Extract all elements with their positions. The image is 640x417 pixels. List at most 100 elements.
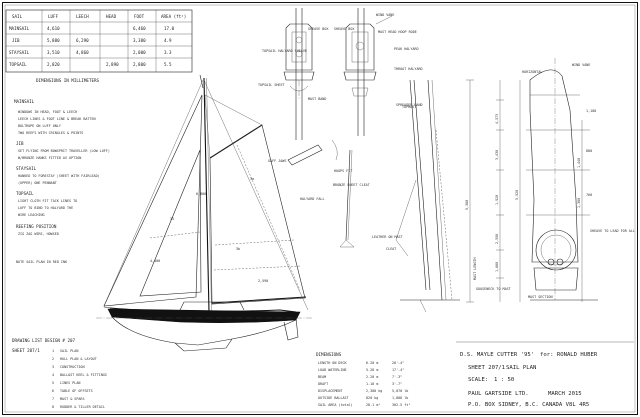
dimension-row-imperial: 7'-3"	[392, 375, 402, 379]
mainsail	[209, 124, 306, 305]
topsail	[204, 94, 263, 159]
drawing-list-heading: DRAWING LIST DESIGN # 207	[12, 338, 76, 343]
note-line: (UPPER) ONE PENNANT	[18, 181, 57, 185]
detail-label: WIND VANE	[572, 63, 590, 67]
dimension-row-metric: 28.1 m²	[366, 403, 380, 407]
detail-label: CLEAT	[386, 247, 396, 251]
title-designer: PAUL GARTSIDE LTD.	[468, 391, 529, 397]
dimensions-heading: DIMENSIONS	[316, 352, 342, 357]
dimension-row-imperial: 5,070 lb	[392, 389, 408, 393]
dimension-row-label: OUTSIDE BALLAST	[318, 396, 349, 400]
dimension-label: 3,430	[495, 150, 499, 160]
dimension-label: 5,920	[515, 190, 519, 200]
dimension-row-label: DRAFT	[318, 382, 328, 386]
note-line: REEFING POSITION	[16, 224, 57, 229]
title-block: D.S. MAYLE CUTTER '95' for: RONALD HUBER…	[456, 341, 634, 408]
note-line: ZIG ZAG WIRE, HOWSED	[18, 232, 59, 236]
dimension-row-imperial: 3'-7"	[392, 382, 402, 386]
note-line: JIB	[16, 141, 24, 146]
masthead-detail-side: WIND VANE SHEAVE BOX PEAK HALYARD THROAT…	[334, 8, 423, 136]
note-line: LEECH LINES & FOOT LINE & BREAK BATTEN	[18, 117, 96, 121]
note-line: W/BRONZE HANKS FITTED AS OPTION	[18, 156, 81, 160]
title-date: MARCH 2015	[548, 391, 582, 397]
table-cell: TOPSAIL	[9, 62, 27, 67]
detail-label: SHEAVE TO LEAD FOR ALL	[590, 229, 635, 233]
table-cell: JIB	[12, 38, 20, 43]
sail-dimension-label: 2,590	[258, 279, 268, 283]
sail-dimension-table: SAIL LUFF LEECH HEAD FOOT AREA (ft²) MAI…	[5, 9, 193, 73]
note-line: SET FLYING FROM BOWSPRIT TRAVELLER (LOW …	[18, 149, 110, 153]
table-cell: 5.5	[164, 62, 172, 67]
table-cell: 4,860	[76, 50, 89, 55]
dimension-row-imperial: 302.5 ft²	[392, 403, 410, 407]
dimension-label: 1,660	[495, 262, 499, 272]
staysail	[139, 149, 202, 297]
mast-section-detail: HORIZONTAL WIND VANE SHEAVE TO LEAD FOR …	[522, 58, 635, 301]
title-sheet: SHEET 207/1	[468, 365, 505, 371]
table-cell: MAINSAIL	[9, 26, 30, 31]
table-header-head: HEAD	[106, 14, 117, 19]
detail-label: BRONZE SHEET CLEAT	[333, 183, 370, 187]
dimension-row-imperial: 17'-4"	[392, 368, 404, 372]
rudder	[283, 317, 299, 341]
table-cell: 3.3	[164, 50, 172, 55]
table-header-area: AREA (ft²)	[161, 14, 186, 19]
drawing-list-num: 4	[52, 373, 54, 377]
detail-label: THROAT HALYARD	[394, 67, 423, 71]
table-cell: 6,290	[76, 38, 89, 43]
detail-label: HALYARD FALL	[300, 197, 325, 201]
detail-label: WIND VANE	[376, 13, 394, 17]
dimension-row-imperial: 1,808 lb	[392, 396, 408, 400]
masthead-detail-front: SHEAVE BOX TOPSAIL HALYARD SHEAVE TOPSAI…	[258, 8, 329, 140]
drawing-list-num: 1	[52, 349, 54, 353]
detail-label: SPREADER BAND	[396, 103, 423, 107]
table-header-leech: LEECH	[76, 14, 89, 19]
detail-label: MAST HEAD HOOP RODE	[378, 30, 417, 34]
dimension-row-label: BEAM	[318, 375, 326, 379]
detail-label: MAST BAND	[308, 97, 326, 101]
table-cell: 2,800	[133, 62, 146, 67]
dimension-row-metric: 820 kg	[366, 396, 378, 400]
title-design: D.S. MAYLE CUTTER '95'	[460, 352, 534, 358]
detail-label: MAST LENGTH	[473, 258, 477, 280]
drawing-list-num: 3	[52, 365, 54, 369]
note-line: STAYSAIL	[16, 166, 37, 171]
title-scale-label: SCALE:	[468, 377, 488, 383]
sail-dimension-label: 3a	[250, 177, 254, 181]
detail-label: SHEAVE BOX	[334, 27, 355, 31]
mast	[203, 77, 210, 313]
hull-body	[107, 308, 301, 323]
detail-label: SHEAVE BOX	[308, 27, 329, 31]
dimension-row-label: LENGTH ON DECK	[318, 361, 348, 365]
sail-dimension-label: 35	[170, 217, 174, 221]
hull-underbody	[111, 316, 297, 346]
note-line: WIRE LEACHING	[18, 213, 45, 217]
detail-label: HORIZONTAL	[522, 70, 542, 74]
drawing-list-item: LINES PLAN	[60, 381, 80, 385]
drawing-list-num: 6	[52, 389, 54, 393]
sheet-inner-border	[4, 4, 636, 413]
note-line: NOTE SAIL PLAN IN RED INK	[16, 260, 68, 264]
principal-dimensions: DIMENSIONS LENGTH ON DECK 6.20 m 20'-4" …	[316, 352, 410, 407]
table-cell: 17.0	[164, 26, 175, 31]
table-cell: STAYSAIL	[9, 50, 30, 55]
dimension-label: 1,920	[495, 195, 499, 205]
cabin-house	[179, 301, 245, 311]
drawing-list-num: 5	[52, 381, 54, 385]
table-cell: 2,820	[47, 62, 60, 67]
drawing-list: DRAWING LIST DESIGN # 207 SHEET 207/1 1 …	[12, 338, 107, 409]
detail-label: GAFF JAWS	[268, 159, 286, 163]
sail-notes: MAINSAIL WINDOWS IN HEAD, FOOT & LEECH L…	[14, 99, 110, 264]
title-address: P.O. BOX SIDNEY, B.C. CANADA V8L 4R5	[468, 402, 589, 408]
drawing-list-num: 8	[52, 405, 54, 409]
drawing-list-item: MAST & SPARS	[60, 397, 85, 401]
note-line: WINDOWS IN HEAD, FOOT & LEECH	[18, 110, 77, 114]
gaff-jaws-detail: GAFF JAWS HOOPS FIT BRONZE SHEET CLEAT L…	[268, 139, 403, 248]
detail-label: LEATHER ON MAST	[372, 235, 403, 239]
backstay	[203, 79, 309, 311]
table-cell: 4.9	[164, 38, 172, 43]
jib-sail	[103, 94, 203, 307]
drawing-list-item: CONSTRUCTION	[60, 365, 85, 369]
dimension-row-label: LOAD WATERLINE	[318, 368, 347, 372]
drawing-list-item: HULL PLAN & LAYOUT	[60, 357, 97, 361]
